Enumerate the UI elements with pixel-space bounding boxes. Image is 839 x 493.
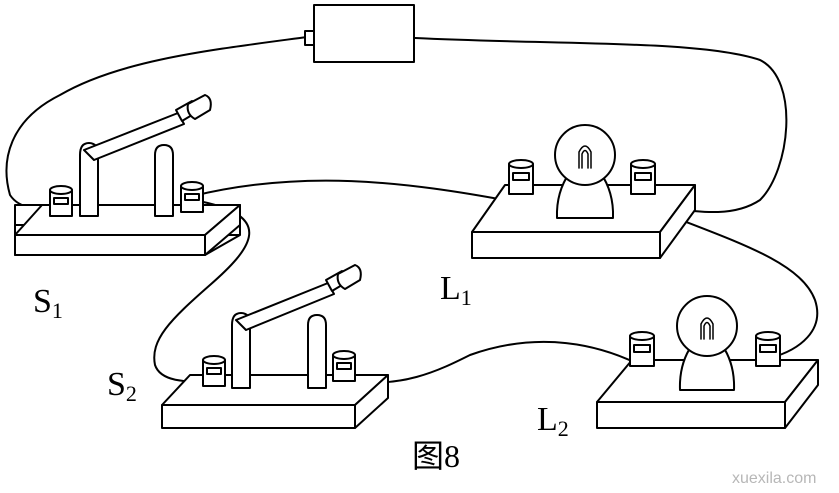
label-l2-subscript: 2 xyxy=(557,416,569,441)
battery-terminal xyxy=(304,30,315,46)
label-s1: S1 xyxy=(33,285,63,322)
switch-s1-base-front xyxy=(14,234,206,256)
switch-s1-terminal-left xyxy=(49,185,73,217)
lamp-l1-base-front xyxy=(471,231,661,259)
label-s1-subscript: 1 xyxy=(51,298,63,323)
watermark: xuexila.com xyxy=(732,470,817,487)
switch-s1-terminal-right xyxy=(180,181,204,213)
lamp-l2 xyxy=(596,295,819,429)
switch-s1 xyxy=(14,94,241,256)
switch-s2-blade xyxy=(235,282,335,331)
switch-s1-base-top xyxy=(14,204,241,236)
lamp-l2-filament xyxy=(700,317,714,340)
figure-caption: 图8 xyxy=(412,438,461,474)
label-l1-letter: L xyxy=(440,270,461,307)
wires xyxy=(5,36,819,384)
switch-s1-knob xyxy=(186,94,212,120)
switch-s2-base-front xyxy=(161,404,356,429)
lamp-l2-terminal-left xyxy=(629,331,655,367)
lamp-l2-base-front xyxy=(596,401,786,429)
lamp-l1-terminal-left xyxy=(508,159,534,195)
switch-s2-terminal-left xyxy=(202,355,226,387)
switch-s1-blade xyxy=(83,112,185,161)
label-l1: L1 xyxy=(440,272,472,309)
switch-s2-post-right xyxy=(307,314,327,389)
battery xyxy=(304,4,415,63)
label-s1-letter: S xyxy=(33,283,52,320)
switch-s2 xyxy=(161,264,389,429)
lamp-l1-filament xyxy=(578,145,592,169)
lamp-l2-base-side xyxy=(784,359,819,429)
label-l2: L2 xyxy=(537,403,569,440)
lamp-l1-base-side xyxy=(659,184,696,259)
lamp-l1-terminal-right xyxy=(630,159,656,195)
lamp-l2-bulb xyxy=(676,295,738,357)
wire-battery-to-l1 xyxy=(414,37,788,214)
lamp-l1 xyxy=(471,124,696,259)
lamp-l1-bulb xyxy=(554,124,616,186)
wire-l1-to-l2 xyxy=(647,206,819,359)
wire-s2-to-l2 xyxy=(344,340,641,384)
wire-s1-to-s2 xyxy=(153,199,251,383)
label-l1-subscript: 1 xyxy=(460,285,472,310)
wire-s1-to-l1 xyxy=(192,179,521,204)
switch-s2-knob xyxy=(336,264,362,290)
switch-s2-base-side xyxy=(354,374,389,429)
switch-s2-terminal-right xyxy=(332,350,356,382)
lamp-l2-terminal-right xyxy=(755,331,781,367)
label-l2-letter: L xyxy=(537,401,558,438)
battery-body xyxy=(313,4,415,63)
label-s2-subscript: 2 xyxy=(125,381,137,406)
label-s2-letter: S xyxy=(107,366,126,403)
switch-s1-base-side xyxy=(204,204,241,256)
switch-s1-post-right xyxy=(154,144,174,217)
wire-battery-to-s1 xyxy=(5,36,308,209)
label-s2: S2 xyxy=(107,368,137,405)
